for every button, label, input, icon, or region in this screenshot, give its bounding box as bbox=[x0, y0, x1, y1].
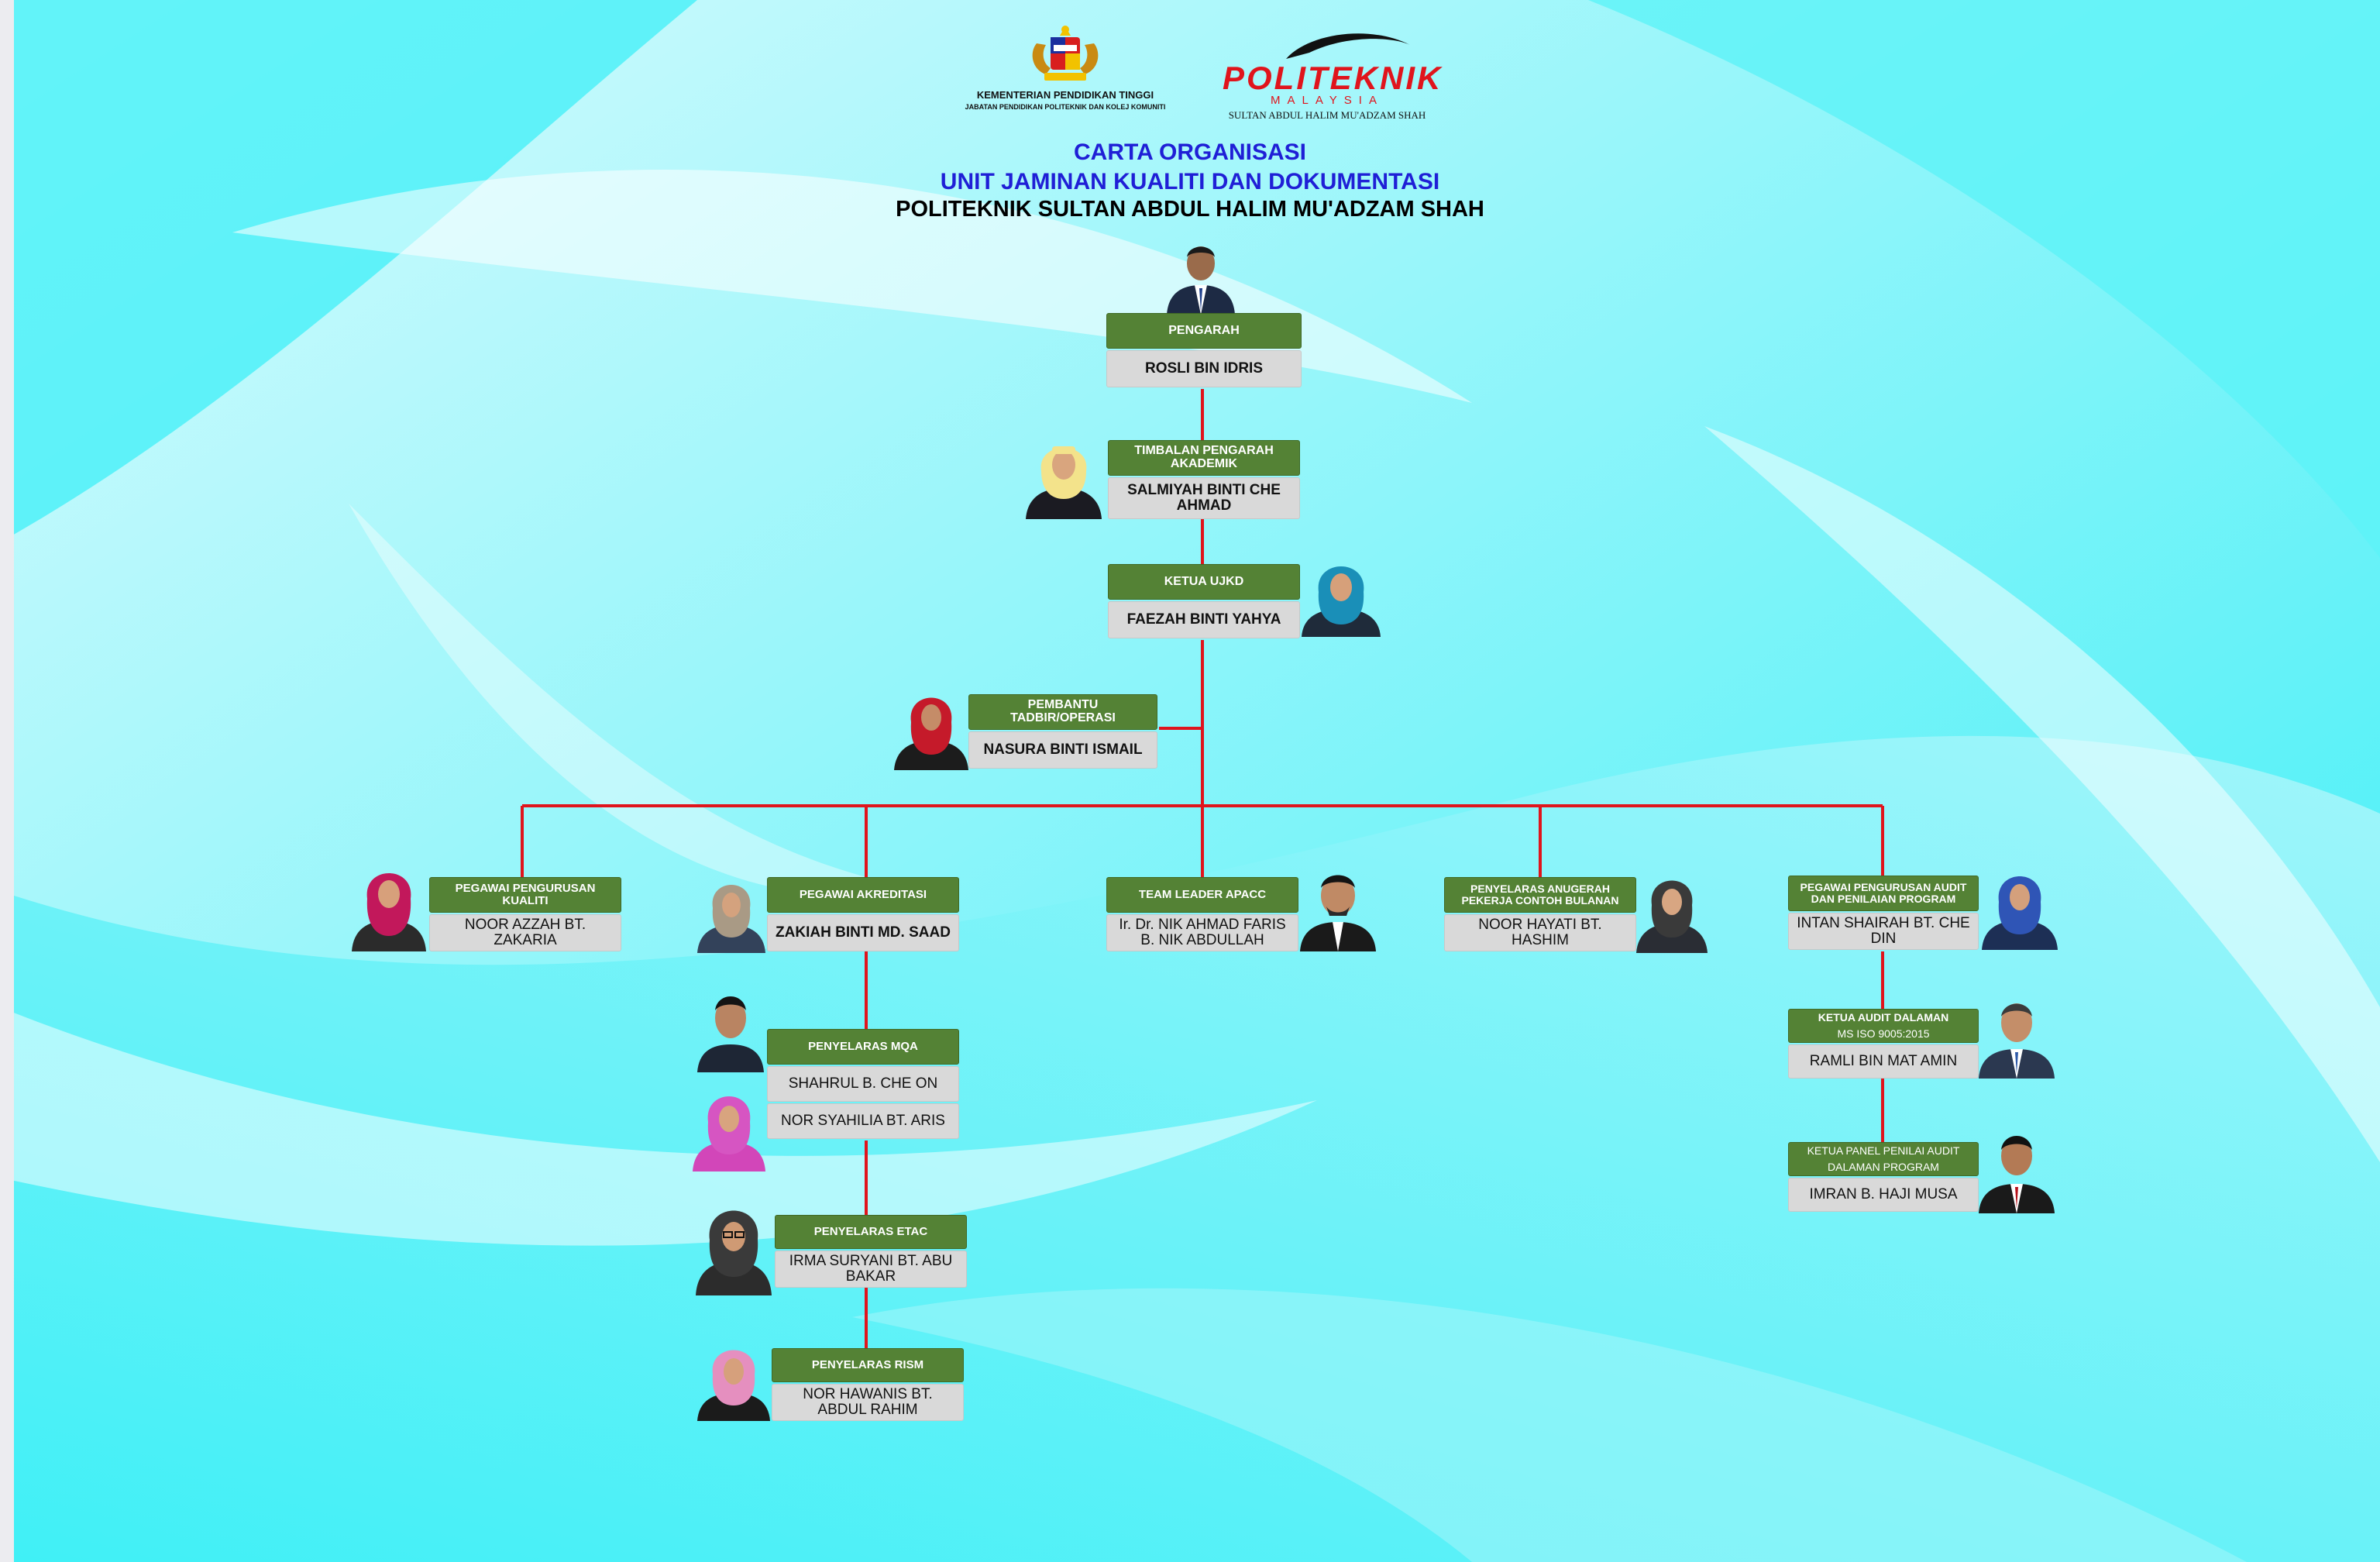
politeknik-logo: POLITEKNIK MALAYSIA SULTAN ABDUL HALIM M… bbox=[1223, 31, 1443, 122]
role-ketua-audit-line2: MS ISO 9005:2015 bbox=[1837, 1027, 1930, 1040]
photo-pengarah bbox=[1164, 234, 1238, 315]
photo-pegawai-audit bbox=[1980, 857, 2059, 950]
name-box-penyelaras-etac: IRMA SURYANI BT. ABU BAKAR bbox=[775, 1251, 967, 1288]
ministry-department: JABATAN PENDIDIKAN POLITEKNIK DAN KOLEJ … bbox=[965, 103, 1166, 111]
politeknik-swoosh-icon bbox=[1286, 33, 1410, 59]
photo-penyelaras-etac bbox=[694, 1190, 773, 1295]
name-box-penyelaras-rism: NOR HAWANIS BT. ABDUL RAHIM bbox=[772, 1384, 964, 1421]
role-box-penyelaras-rism: PENYELARAS RISM bbox=[772, 1348, 964, 1382]
name-box-penyelaras-mqa-1: SHAHRUL B. CHE ON bbox=[767, 1066, 959, 1102]
name-box-ketua-panel: IMRAN B. HAJI MUSA bbox=[1788, 1178, 1979, 1212]
name-box-pembantu: NASURA BINTI ISMAIL bbox=[968, 731, 1157, 769]
name-box-ketua-audit: RAMLI BIN MAT AMIN bbox=[1788, 1044, 1979, 1079]
role-ketua-panel-line1: KETUA PANEL PENILAI AUDIT bbox=[1807, 1144, 1960, 1158]
name-box-pegawai-akreditasi: ZAKIAH BINTI MD. SAAD bbox=[767, 914, 959, 951]
role-ketua-panel-line2: DALAMAN PROGRAM bbox=[1828, 1161, 1939, 1173]
ministry-name: KEMENTERIAN PENDIDIKAN TINGGI bbox=[976, 89, 1154, 101]
name-box-penyelaras-mqa-2: NOR SYAHILIA BT. ARIS bbox=[767, 1103, 959, 1139]
ministry-logo: KEMENTERIAN PENDIDIKAN TINGGI JABATAN PE… bbox=[930, 22, 1201, 111]
role-box-pegawai-audit: PEGAWAI PENGURUSAN AUDIT DAN PENILAIAN P… bbox=[1788, 876, 1979, 911]
photo-timbalan bbox=[1024, 425, 1103, 519]
left-margin-strip bbox=[0, 0, 14, 1562]
photo-penyelaras-rism bbox=[696, 1333, 772, 1421]
photo-ketua-panel bbox=[1977, 1119, 2056, 1213]
role-box-pembantu: PEMBANTU TADBIR/OPERASI bbox=[968, 694, 1157, 730]
photo-team-leader bbox=[1298, 858, 1377, 951]
photo-penyelaras-mqa-1 bbox=[696, 978, 765, 1072]
name-box-pegawai-audit: INTAN SHAIRAH BT. CHE DIN bbox=[1788, 913, 1979, 950]
name-box-pengarah: ROSLI BIN IDRIS bbox=[1106, 350, 1302, 387]
photo-pegawai-kualiti bbox=[350, 852, 428, 951]
role-box-team-leader: TEAM LEADER APACC bbox=[1106, 877, 1298, 913]
photo-ketua-ujkd bbox=[1300, 547, 1382, 637]
role-box-ketua-ujkd: KETUA UJKD bbox=[1108, 564, 1300, 600]
role-box-penyelaras-etac: PENYELARAS ETAC bbox=[775, 1215, 967, 1249]
photo-pembantu bbox=[892, 679, 970, 770]
name-box-penyelaras-anugerah: NOOR HAYATI BT. HASHIM bbox=[1444, 914, 1636, 951]
role-box-pegawai-kualiti: PEGAWAI PENGURUSAN KUALITI bbox=[429, 877, 621, 913]
role-box-penyelaras-mqa: PENYELARAS MQA bbox=[767, 1029, 959, 1065]
role-box-ketua-panel: KETUA PANEL PENILAI AUDIT DALAMAN PROGRA… bbox=[1788, 1142, 1979, 1176]
role-box-penyelaras-anugerah: PENYELARAS ANUGERAH PEKERJA CONTOH BULAN… bbox=[1444, 877, 1636, 913]
politeknik-campus: SULTAN ABDUL HALIM MU'ADZAM SHAH bbox=[1228, 109, 1426, 121]
photo-penyelaras-mqa-2 bbox=[691, 1077, 767, 1172]
role-box-pegawai-akreditasi: PEGAWAI AKREDITASI bbox=[767, 877, 959, 913]
chart-title: CARTA ORGANISASI bbox=[1074, 139, 1306, 165]
polytechnic-title: POLITEKNIK SULTAN ABDUL HALIM MU'ADZAM S… bbox=[896, 197, 1484, 222]
role-ketua-audit-line1: KETUA AUDIT DALAMAN bbox=[1818, 1011, 1949, 1024]
politeknik-malaysia: MALAYSIA bbox=[1271, 94, 1384, 107]
name-box-ketua-ujkd: FAEZAH BINTI YAHYA bbox=[1108, 601, 1300, 638]
name-box-pegawai-kualiti: NOOR AZZAH BT. ZAKARIA bbox=[429, 914, 621, 951]
malaysia-coat-of-arms-icon bbox=[1032, 26, 1099, 81]
photo-pegawai-akreditasi bbox=[696, 868, 767, 953]
name-box-timbalan: SALMIYAH BINTI CHE AHMAD bbox=[1108, 477, 1300, 519]
politeknik-wordmark: POLITEKNIK bbox=[1223, 60, 1443, 96]
role-box-timbalan: TIMBALAN PENGARAH AKADEMIK bbox=[1108, 440, 1300, 476]
role-box-ketua-audit: KETUA AUDIT DALAMAN MS ISO 9005:2015 bbox=[1788, 1009, 1979, 1043]
photo-ketua-audit bbox=[1977, 986, 2056, 1079]
name-box-team-leader: Ir. Dr. NIK AHMAD FARIS B. NIK ABDULLAH bbox=[1106, 914, 1298, 951]
photo-penyelaras-anugerah bbox=[1635, 862, 1709, 953]
role-box-pengarah: PENGARAH bbox=[1106, 313, 1302, 349]
unit-title: UNIT JAMINAN KUALITI DAN DOKUMENTASI bbox=[940, 169, 1440, 194]
